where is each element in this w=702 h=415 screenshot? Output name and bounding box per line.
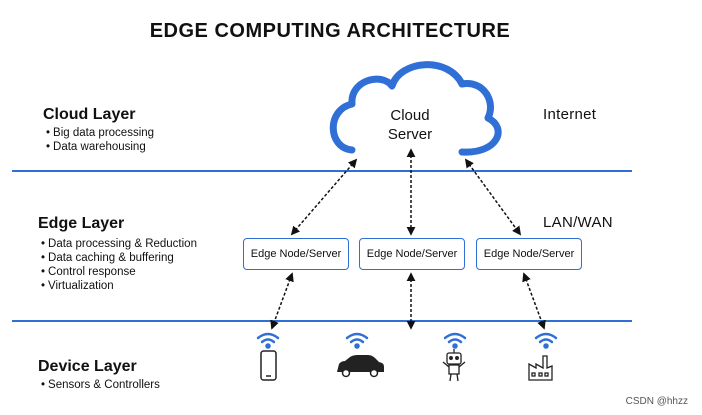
edge-node-2: Edge Node/Server (359, 238, 465, 270)
edge-layer-bullet: Control response (41, 265, 197, 279)
edge-node-1: Edge Node/Server (243, 238, 349, 270)
device-layer-title: Device Layer (38, 358, 137, 375)
edge-layer-title: Edge Layer (38, 215, 125, 232)
arrow-node-1-phone (270, 272, 294, 330)
wifi-icon (345, 332, 369, 349)
diagram-title: EDGE COMPUTING ARCHITECTURE (149, 20, 511, 42)
robot-icon (442, 349, 466, 382)
cloud-label-line2: Server (387, 126, 433, 143)
arrow-cloud-node-3 (464, 158, 522, 236)
edge-layer-bullet: Data caching & buffering (41, 251, 197, 265)
arrow-cloud-node-1 (290, 158, 358, 236)
edge-layer-bullets: Data processing & Reduction Data caching… (41, 237, 197, 293)
car-icon (337, 355, 384, 378)
lan-wan-label: LAN/WAN (543, 214, 613, 231)
wifi-icon (256, 332, 280, 349)
edge-node-3: Edge Node/Server (476, 238, 582, 270)
arrow-node-3-factory (522, 272, 546, 330)
cloud-icon (329, 61, 502, 156)
watermark: CSDN @hhzz (625, 396, 688, 407)
device-layer-bullet: Sensors & Controllers (41, 378, 160, 392)
cloud-server-label: Cloud Server (370, 106, 450, 144)
internet-label: Internet (543, 106, 597, 123)
phone-icon (260, 350, 277, 381)
device-layer-bullets: Sensors & Controllers (41, 378, 160, 392)
cloud-layer-bullet: Big data processing (46, 126, 154, 140)
wifi-icon (443, 332, 467, 349)
cloud-layer-bullets: Big data processing Data warehousing (46, 126, 154, 154)
cloud-edge-arrows (290, 148, 522, 236)
edge-layer-bullet: Data processing & Reduction (41, 237, 197, 251)
cloud-label-line1: Cloud (390, 107, 430, 124)
wifi-icon (534, 332, 558, 349)
edge-device-divider (12, 320, 632, 322)
cloud-layer-bullet: Data warehousing (46, 140, 154, 154)
factory-icon (528, 355, 553, 381)
cloud-layer-title: Cloud Layer (43, 106, 136, 123)
edge-layer-bullet: Virtualization (41, 279, 197, 293)
edge-device-arrows (270, 272, 546, 330)
